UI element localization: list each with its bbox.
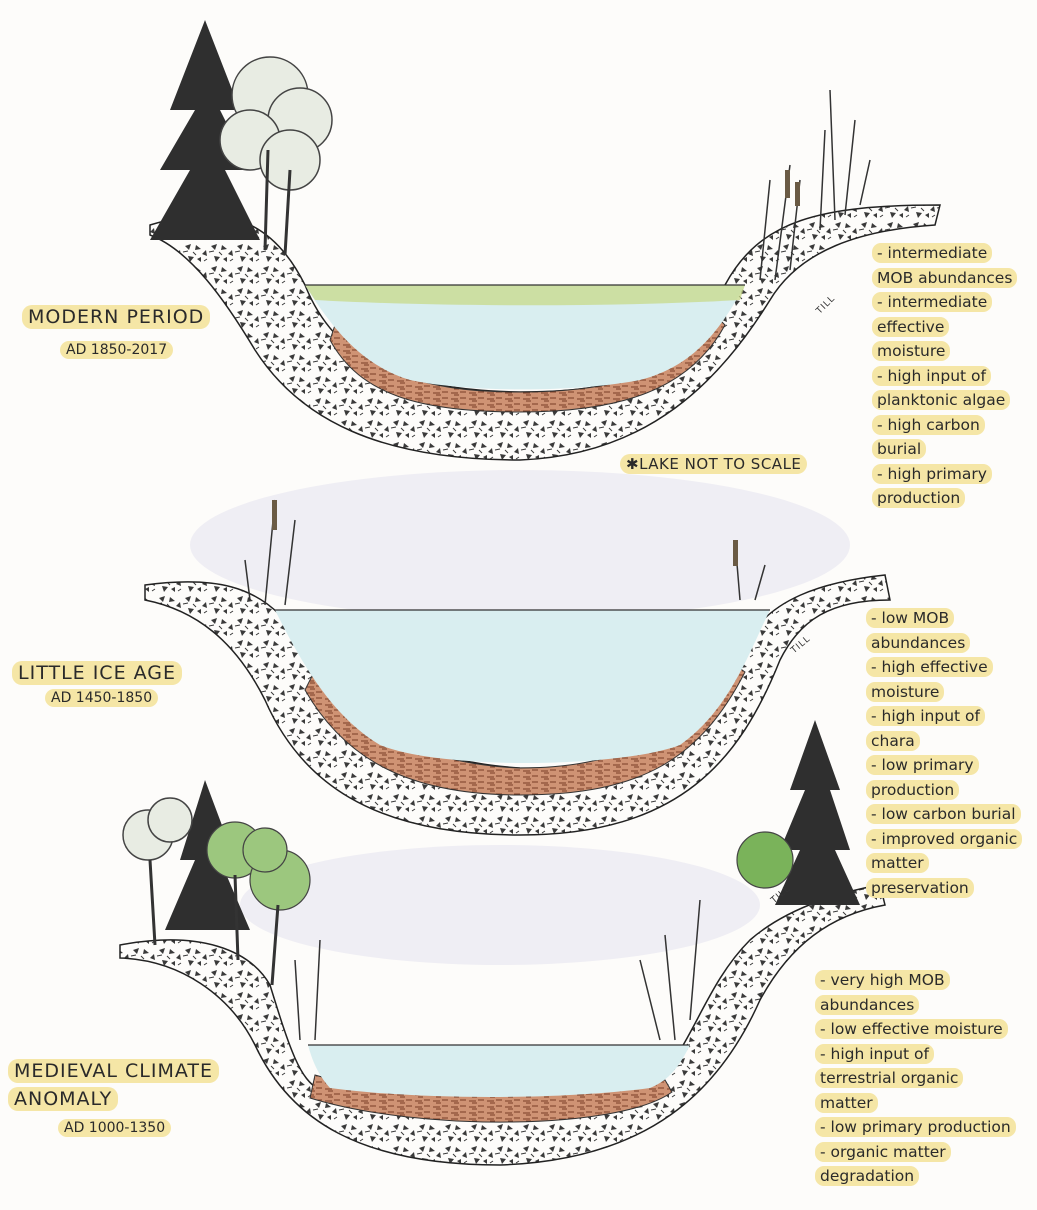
note-line: abundances: [866, 631, 1022, 656]
note-line: moisture: [866, 680, 1022, 705]
note-line: - intermediate: [872, 241, 1017, 266]
note-line: production: [872, 486, 1017, 511]
note-line: - high input of: [815, 1042, 1016, 1067]
medieval-dates: AD 1000-1350: [58, 1120, 171, 1136]
note-line: degradation: [815, 1164, 1016, 1189]
note-line: abundances: [815, 993, 1016, 1018]
note-line: - low primary production: [815, 1115, 1016, 1140]
note-line: - high input of: [872, 364, 1017, 389]
little-ice-age-dates: AD 1450-1850: [45, 690, 158, 706]
modern-period-panel: [150, 20, 940, 460]
modern-period-dates: AD 1850-2017: [60, 342, 173, 358]
modern-deciduous-tree: [220, 57, 332, 190]
modern-notes: - intermediate MOB abundances - intermed…: [872, 241, 1017, 511]
note-line: - high carbon: [872, 413, 1017, 438]
note-line: effective: [872, 315, 1017, 340]
little-ice-age-label: LITTLE ICE AGE: [12, 662, 182, 684]
note-line: - high primary: [872, 462, 1017, 487]
note-line: moisture: [872, 339, 1017, 364]
note-line: preservation: [866, 876, 1022, 901]
modern-algae: [305, 285, 745, 305]
scale-note: ✱LAKE NOT TO SCALE: [620, 455, 807, 473]
mca-green-tree-right: [737, 832, 793, 888]
note-line: - low primary: [866, 753, 1022, 778]
note-line: chara: [866, 729, 1022, 754]
note-line: - low carbon burial: [866, 802, 1022, 827]
note-line: - very high MOB: [815, 968, 1016, 993]
note-line: - high input of: [866, 704, 1022, 729]
note-line: terrestrial organic: [815, 1066, 1016, 1091]
mca-tree-left: [123, 798, 192, 860]
note-line: burial: [872, 437, 1017, 462]
mca-water: [308, 1045, 690, 1097]
note-line: - low MOB: [866, 606, 1022, 631]
note-line: planktonic algae: [872, 388, 1017, 413]
little-ice-age-notes: - low MOB abundances - high effective mo…: [866, 606, 1022, 900]
medieval-label-line1: MEDIEVAL CLIMATE: [8, 1060, 219, 1082]
medieval-label-line2: ANOMALY: [8, 1088, 118, 1110]
little-ice-age-panel: [145, 470, 890, 835]
note-line: - high effective: [866, 655, 1022, 680]
note-line: - organic matter: [815, 1140, 1016, 1165]
medieval-notes: - very high MOB abundances - low effecti…: [815, 968, 1016, 1189]
modern-period-label: MODERN PERIOD: [22, 306, 210, 328]
note-line: production: [866, 778, 1022, 803]
note-line: matter: [815, 1091, 1016, 1116]
note-line: - low effective moisture: [815, 1017, 1016, 1042]
note-line: MOB abundances: [872, 266, 1017, 291]
note-line: - improved organic: [866, 827, 1022, 852]
note-line: matter: [866, 851, 1022, 876]
note-line: - intermediate: [872, 290, 1017, 315]
